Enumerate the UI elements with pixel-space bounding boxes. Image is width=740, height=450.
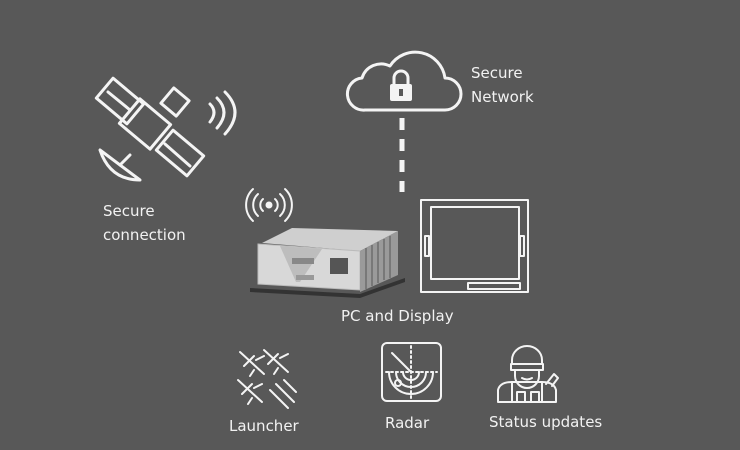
status-updates-label: Status updates (489, 413, 603, 431)
label-line: Secure (471, 64, 523, 82)
secure-network-label: Secure Network (471, 61, 534, 109)
radar-label: Radar (385, 414, 430, 432)
cloud-lock-icon (346, 50, 463, 112)
label-line: Secure (103, 202, 155, 220)
label-line: connection (103, 226, 186, 244)
jets-icon (237, 349, 297, 409)
rugged-pc-icon (250, 228, 405, 298)
pc-and-display-label: PC and Display (341, 307, 454, 325)
monitor-icon (420, 199, 529, 293)
soldier-icon (497, 345, 559, 403)
launcher-label: Launcher (229, 417, 299, 435)
label-line: Network (471, 88, 534, 106)
wifi-icon (245, 188, 293, 222)
secure-connection-label: Secure connection (103, 199, 186, 247)
radar-icon (381, 342, 442, 402)
satellite-icon (94, 76, 237, 182)
